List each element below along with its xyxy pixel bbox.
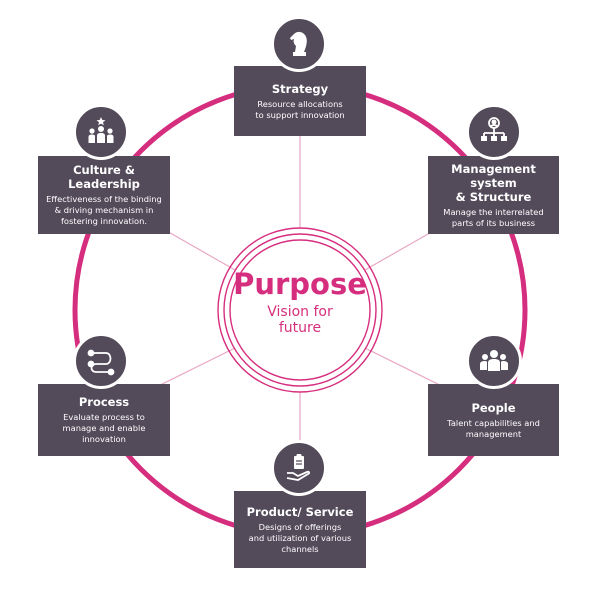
node-culture-desc-line3: fostering innovation. [61,216,147,226]
center-label: Purpose Vision for future [200,268,400,336]
node-culture-desc-line2: & driving mechanism in [54,205,154,215]
center-rings [217,227,383,393]
node-culture-box: Culture & Leadership Effectiveness of th… [38,156,170,234]
node-process-desc-line3: innovation [82,434,126,444]
node-people-desc-line2: management [465,428,522,439]
hand-clipboard-icon [271,440,327,496]
center-ring-outer [217,227,383,393]
node-culture-desc: Effectiveness of the binding & driving m… [46,194,162,227]
people-group-icon [466,333,522,389]
node-strategy-desc-line2: to support innovation [255,109,345,120]
chess-knight-icon [271,16,327,72]
node-people-desc-line1: Talent capabilities and [447,417,540,428]
leader-team-icon [73,104,129,160]
node-management-desc: Manage the interrelated parts of its bus… [443,207,543,229]
node-culture-desc-line1: Effectiveness of the binding [46,194,162,204]
node-management-box: Management system & Structure Manage the… [428,156,559,234]
process-flow-icon [73,333,129,389]
node-people-title: People [471,400,516,415]
node-process-desc: Evaluate process to manage and enable in… [63,412,146,445]
center-subtitle-line2: future [278,320,322,336]
center-title: Purpose [233,267,367,301]
node-management-title-line1: Management system [451,161,536,190]
center-subtitle: Vision for future [200,304,400,336]
node-people-box: People Talent capabilities and managemen… [428,384,559,456]
node-product-box: Product/ Service Designs of offerings an… [234,491,366,568]
node-process-desc-line2: manage and enable [62,423,146,433]
node-process-desc-line1: Evaluate process to [63,412,145,422]
node-product-desc-line2: and utilization of various [248,532,352,543]
center-subtitle-line1: Vision for [267,304,333,320]
node-product-title: Product/ Service [246,504,354,519]
node-culture-title: Culture & Leadership [68,163,140,191]
node-management-desc-line2: parts of its business [451,217,536,228]
node-management-desc-line1: Manage the interrelated [443,206,544,217]
node-process-box: Process Evaluate process to manage and e… [38,384,170,456]
node-strategy-desc: Resource allocations to support innovati… [255,99,344,121]
node-product-desc-line1: Designs of offerings [258,521,342,532]
node-people-desc: Talent capabilities and management [447,418,540,440]
center-ring-middle [223,233,377,387]
node-strategy-desc-line1: Resource allocations [257,98,343,109]
center-ring-inner [229,239,371,381]
node-strategy-title: Strategy [271,81,329,96]
node-management-title-line2: & Structure [455,189,532,204]
node-product-desc: Designs of offerings and utilization of … [249,522,352,555]
org-chart-icon [466,104,522,160]
node-product-desc-line3: channels [281,543,319,554]
node-management-title: Management system & Structure [434,162,553,204]
node-strategy-box: Strategy Resource allocations to support… [234,66,366,136]
node-process-title: Process [78,395,130,409]
